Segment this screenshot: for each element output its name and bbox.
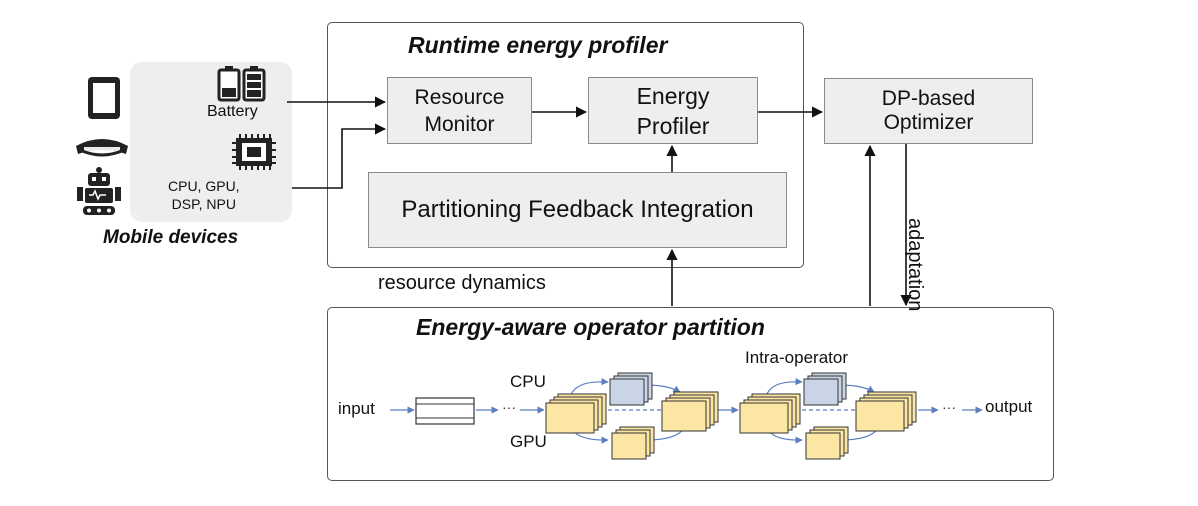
ellipsis-left: ··· xyxy=(502,399,516,415)
energy-profiler-label: Energy Profiler xyxy=(636,82,710,139)
feedback-integration-box: Partitioning Feedback Integration xyxy=(368,172,787,248)
cpu-operator-block-2 xyxy=(803,372,847,406)
gpu-operator-block-1 xyxy=(611,426,655,460)
chip-to-monitor-arrow xyxy=(292,123,387,189)
feedback-integration-label: Partitioning Feedback Integration xyxy=(401,196,754,223)
gpu-label: GPU xyxy=(510,432,547,451)
input-tensor-block xyxy=(415,397,475,425)
merge-operator-stack-1 xyxy=(661,391,719,432)
battery-label: Battery xyxy=(207,103,258,120)
robot-icon xyxy=(77,167,121,215)
vr-headset-icon xyxy=(76,139,128,157)
output-label: output xyxy=(985,397,1033,416)
processor-label: CPU, GPU, DSP, NPU xyxy=(168,178,240,212)
gpu-operator-stack-2 xyxy=(739,393,801,434)
input-label: input xyxy=(338,399,375,418)
dp-optimizer-label: DP-based Optimizer xyxy=(881,87,976,134)
mobile-devices-caption: Mobile devices xyxy=(103,227,239,248)
partition-title: Energy-aware operator partition xyxy=(416,314,765,340)
merge-operator-stack-2 xyxy=(855,391,917,432)
resource-monitor-box: Resource Monitor xyxy=(387,77,532,144)
resource-monitor-label: Resource Monitor xyxy=(414,85,505,136)
ellipsis-right: ··· xyxy=(942,399,956,415)
cpu-label: CPU xyxy=(510,372,546,391)
intra-operator-label: Intra-operator xyxy=(745,348,848,367)
chip-icon xyxy=(232,134,276,170)
resource-dynamics-label: resource dynamics xyxy=(378,272,546,294)
cpu-operator-block-1 xyxy=(609,372,653,406)
profiler-title: Runtime energy profiler xyxy=(408,32,668,58)
battery-icon xyxy=(217,66,266,102)
energy-profiler-box: Energy Profiler xyxy=(588,77,758,144)
gpu-operator-stack-1 xyxy=(545,393,607,434)
tablet-icon xyxy=(88,77,120,119)
gpu-operator-block-2 xyxy=(805,426,849,460)
dp-optimizer-box: DP-based Optimizer xyxy=(824,78,1033,144)
